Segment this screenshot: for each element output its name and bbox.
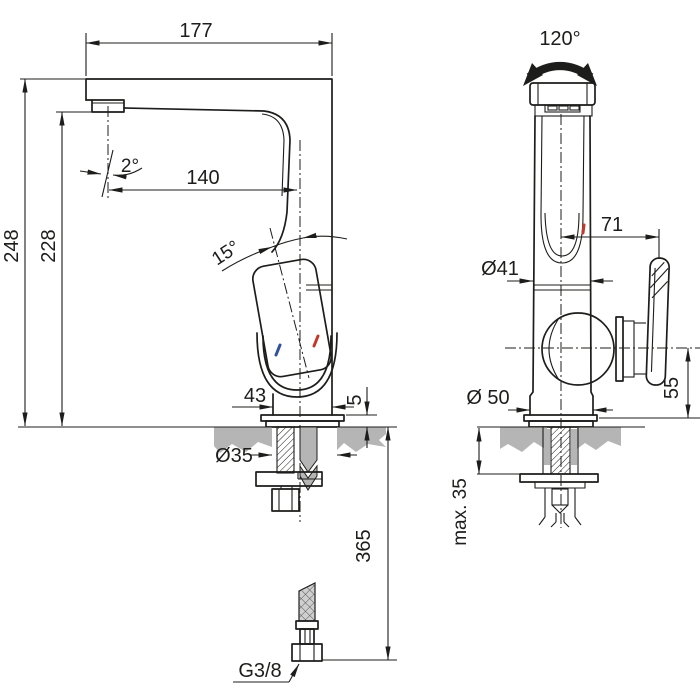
side-view: 177 248 228 2° 140 (1, 20, 397, 683)
dim-label-base-plate-height: 5 (344, 394, 366, 405)
dim-total-height: 248 (1, 78, 86, 427)
cartridge-dome-side (262, 335, 332, 391)
handle-side (251, 258, 333, 378)
mounting-nut-side (271, 488, 300, 512)
hot-marker-front (581, 223, 586, 235)
clamping-washer-front (519, 473, 599, 483)
dim-outlet-angle: 2° (79, 106, 143, 200)
supply-pipe-cut (299, 426, 318, 473)
dim-handle-height: 55 (599, 347, 700, 419)
mounting-hardware-front (519, 426, 599, 528)
handle-axis-centerline (269, 227, 310, 379)
spout-front (529, 82, 596, 106)
dim-label-mounting-hole: Ø35 (215, 445, 253, 467)
dim-label-body-diameter: Ø41 (481, 258, 519, 280)
dim-label-thread: G3/8 (238, 660, 281, 682)
dim-base-plate-height: 5 (344, 387, 377, 448)
dim-label-hose-length: 365 (353, 529, 375, 562)
dim-body-diameter: Ø41 (481, 258, 613, 284)
dim-label-base-diameter: Ø 50 (466, 387, 509, 409)
dim-label-handle-reach: 71 (601, 214, 623, 236)
dim-label-swivel-angle: 120° (539, 28, 580, 50)
mounting-hardware-side (255, 426, 323, 512)
dim-label-outlet-height: 228 (38, 229, 60, 262)
dim-handle-reach: 71 (560, 214, 660, 259)
dim-label-outlet-angle: 2° (121, 156, 139, 177)
dim-label-handle-height: 55 (661, 377, 683, 399)
hose-nut (291, 643, 323, 662)
dim-spout-reach: 177 (85, 20, 333, 76)
threaded-stud-side (276, 426, 295, 474)
front-view: 120° (450, 28, 700, 546)
handle-front (645, 257, 670, 386)
dim-outlet-to-axis: 140 (108, 167, 298, 193)
cold-marker (274, 343, 282, 357)
dim-max-deck-thickness: max. 35 (450, 427, 520, 546)
dim-base-width: 43 (232, 385, 354, 410)
swivel-arrow: 120° (523, 28, 597, 86)
threaded-stud-front (550, 426, 571, 475)
dim-mounting-hole: Ø35 (215, 445, 357, 467)
dim-label-base-width: 43 (244, 385, 266, 407)
handle-joint (615, 316, 624, 382)
dim-label-handle-tilt: 15° (208, 237, 244, 270)
base-plate-side (260, 414, 345, 422)
cartridge-dome-front (541, 312, 615, 386)
dim-label-total-height: 248 (1, 229, 23, 262)
faucet-body-front (523, 82, 670, 428)
dim-label-max-deck-thickness: max. 35 (450, 478, 471, 546)
dim-handle-tilt: 15° (208, 232, 348, 272)
dim-label-spout-reach: 177 (179, 20, 212, 42)
dim-label-outlet-to-axis: 140 (186, 167, 219, 189)
supply-hose (291, 582, 323, 662)
callout-thread: G3/8 (233, 660, 300, 683)
hot-marker (312, 334, 320, 348)
aerator-front (544, 104, 581, 113)
dim-hose-length: 365 (322, 426, 397, 661)
dim-outlet-height: 228 (38, 111, 92, 427)
dim-base-diameter: Ø 50 (466, 387, 613, 413)
countertop-front (477, 426, 645, 452)
countertop-side (18, 426, 397, 453)
